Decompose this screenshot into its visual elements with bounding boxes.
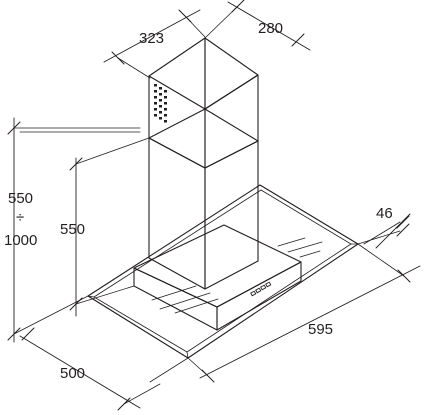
dim-hood-width <box>187 243 421 383</box>
dim-chimney-width <box>103 9 206 79</box>
chimney-upper-back <box>204 37 259 110</box>
dim-total-height <box>7 117 141 343</box>
dimension-lines <box>7 0 421 411</box>
vent-grille-icon <box>154 84 167 123</box>
label-total-height-line1: 550 <box>8 190 33 207</box>
label-hood-width: 595 <box>308 321 333 338</box>
dim-hood-depth <box>19 327 189 411</box>
label-chimney-depth: 280 <box>258 20 283 37</box>
dim-chimney-depth <box>204 0 311 51</box>
dim-chimney-height <box>69 137 150 317</box>
chimney-upper-side <box>204 74 259 169</box>
motor-box-side <box>216 261 302 331</box>
chimney-upper-front <box>148 75 206 169</box>
label-total-height-line3: 1000 <box>4 232 37 249</box>
motor-box-top <box>133 224 302 308</box>
label-chimney-width: 323 <box>139 30 164 47</box>
label-hood-depth: 500 <box>60 365 85 382</box>
dim-canopy-thickness <box>357 213 411 249</box>
dimension-labels: 323 280 550 ÷ 1000 550 46 595 500 <box>4 20 393 382</box>
label-total-height-line2: ÷ <box>16 209 24 226</box>
control-buttons-icon <box>250 281 272 297</box>
label-chimney-height: 550 <box>60 221 85 238</box>
cooker-hood <box>87 37 359 359</box>
chimney-lower-front <box>148 137 206 290</box>
label-canopy-thickness: 46 <box>376 205 393 222</box>
glass-reflections <box>151 237 323 314</box>
